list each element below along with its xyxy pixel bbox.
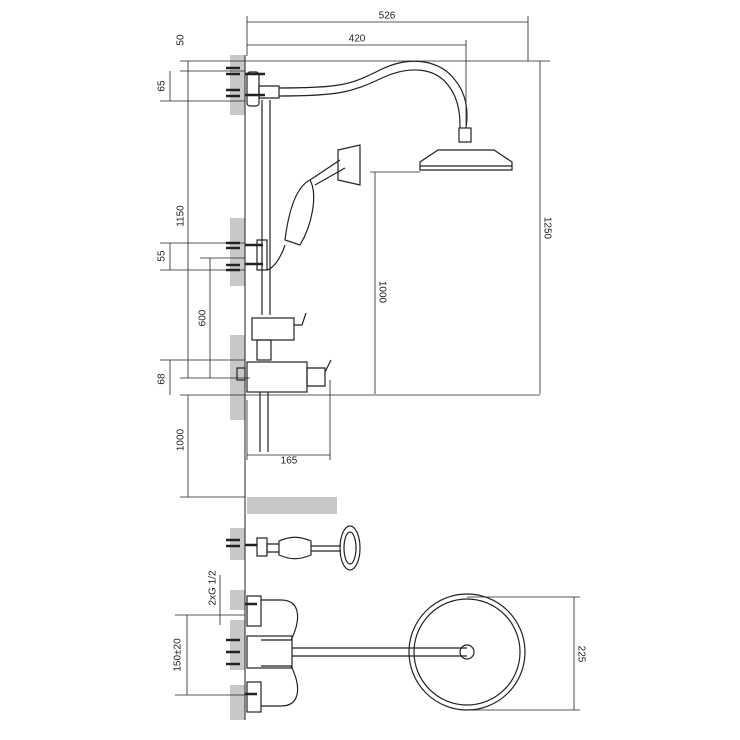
dim-68: 68 [156, 373, 168, 385]
handshower-top-view [226, 525, 361, 571]
dim-55: 55 [156, 250, 168, 262]
dim-thread: 2xG 1/2 [207, 570, 219, 606]
dim-225: 225 [575, 645, 587, 663]
diverter [251, 317, 295, 341]
dim-420: 420 [348, 33, 366, 45]
thermostatic-mixer [246, 361, 308, 393]
dim-1000-head: 1000 [376, 280, 388, 304]
elevation-view [226, 60, 513, 452]
dim-165: 165 [280, 455, 298, 467]
wall-blocks [230, 55, 337, 720]
dim-1250: 1250 [541, 216, 553, 240]
hand-shower-handle [284, 179, 315, 246]
shower-head [419, 149, 513, 171]
riser-pipe [261, 100, 271, 315]
shower-head-plan [408, 593, 526, 711]
dim-150: 150±20 [172, 638, 184, 672]
dim-65: 65 [156, 80, 168, 92]
plan-view [226, 593, 526, 713]
dimension-lines [160, 16, 580, 711]
dim-526: 526 [378, 10, 396, 22]
dim-1000-floor: 1000 [175, 428, 187, 452]
dim-1150: 1150 [175, 205, 187, 227]
dim-50: 50 [175, 34, 187, 46]
dim-600: 600 [197, 309, 209, 327]
